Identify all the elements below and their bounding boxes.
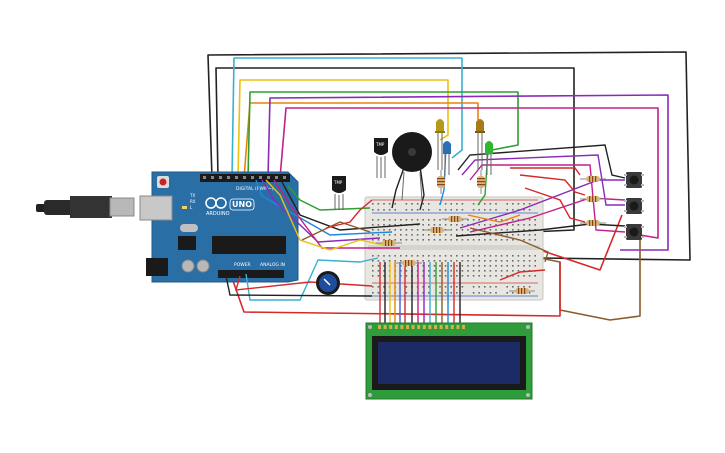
wire-red-2 — [325, 199, 373, 229]
arduino-pcb — [151, 171, 299, 283]
wire-black-inner — [215, 67, 575, 233]
wire-yellow-1 — [265, 179, 389, 251]
capacitor-2 — [196, 259, 210, 273]
wire-brown-right — [539, 238, 641, 321]
lcd-screen — [378, 342, 520, 384]
lcd-16x2[interactable] — [365, 322, 533, 400]
power-label: POWER — [234, 262, 251, 268]
yellow-led[interactable] — [435, 119, 445, 170]
arduino-uno-board[interactable]: DIGITAL (PWM~) ARDUINO UNO TX RX L POWER… — [139, 171, 299, 283]
wire-purple-2 — [459, 179, 625, 229]
tx-label: TX — [189, 193, 195, 198]
tmp-label-2: TMP — [375, 142, 385, 147]
leds — [435, 119, 493, 175]
arduino-model: UNO — [232, 200, 252, 209]
resistor[interactable] — [376, 240, 402, 246]
digital-label: DIGITAL (PWM~) — [236, 186, 274, 192]
wire-black-2 — [225, 275, 373, 297]
center-gap — [368, 245, 540, 250]
capacitor-1 — [181, 259, 195, 273]
resistor[interactable] — [437, 170, 445, 194]
usb-b-port — [139, 195, 173, 221]
arduino-brand: ARDUINO — [206, 211, 230, 217]
status-led-l — [182, 206, 187, 209]
wire-black-6 — [419, 165, 425, 211]
usb-cable-body — [44, 200, 74, 215]
wire-green-top — [247, 91, 519, 179]
wire-black-5 — [391, 161, 407, 209]
wire-green-1 — [287, 185, 371, 211]
resistor[interactable] — [477, 170, 485, 194]
usb-plug-icon — [70, 196, 112, 218]
temperature-sensor[interactable]: TMP — [332, 176, 346, 210]
small-chip — [178, 236, 196, 250]
wire-yellow-top — [237, 79, 449, 179]
usb-cable[interactable] — [36, 196, 135, 218]
analog-label: ANALOG IN — [260, 262, 285, 268]
wire-red-6 — [499, 269, 546, 281]
resistors — [376, 170, 606, 294]
blue-led[interactable] — [443, 141, 451, 175]
wire-red-right — [539, 214, 623, 271]
wire-magenta-outer — [279, 107, 659, 239]
l-label: L — [190, 205, 193, 210]
wire-black-3 — [455, 223, 626, 237]
wire-black-4 — [457, 144, 626, 179]
atmega-chip — [212, 236, 286, 254]
wire-brown-1 — [301, 221, 371, 241]
resistor[interactable] — [580, 176, 606, 182]
resistor[interactable] — [509, 288, 535, 294]
uno-badge — [229, 198, 255, 211]
push-button[interactable] — [624, 198, 644, 214]
crystal — [180, 224, 198, 232]
wire-cyan-top — [231, 57, 463, 179]
wire-red-5 — [524, 187, 586, 223]
wire-red-1 — [235, 275, 373, 291]
wire-orange-2 — [467, 214, 521, 223]
piezo-buzzer-icon[interactable] — [392, 132, 432, 201]
wire-black-1 — [281, 181, 421, 231]
rx-label: RX — [190, 199, 196, 204]
arduino-logo-icon — [205, 197, 227, 209]
resistor[interactable] — [396, 260, 422, 266]
resistor[interactable] — [580, 220, 606, 226]
wire-red-3 — [510, 167, 581, 176]
usb-plug-metal — [109, 197, 135, 217]
wire-magenta-2 — [469, 197, 626, 233]
wire-red-4 — [519, 174, 586, 196]
push-button[interactable] — [624, 172, 644, 188]
resistor[interactable] — [424, 227, 450, 233]
temperature-sensor-2[interactable]: TMP — [374, 138, 388, 178]
reset-button-cap — [159, 178, 167, 186]
pot-indicator — [323, 278, 331, 286]
orange-led[interactable] — [475, 119, 485, 170]
resistor[interactable] — [580, 196, 606, 202]
wire-magenta-1 — [273, 179, 400, 249]
wire-purple-outer — [267, 94, 669, 251]
breadboard[interactable] — [364, 196, 544, 301]
push-buttons — [624, 172, 644, 240]
lcd-pins — [378, 325, 465, 329]
lcd-wires — [379, 262, 461, 326]
wire-orange-top — [243, 102, 479, 179]
power-jack — [146, 258, 168, 276]
wire-brown-2 — [469, 227, 549, 263]
wires-mid — [225, 144, 626, 301]
resistor[interactable] — [442, 216, 468, 222]
push-button[interactable] — [624, 224, 644, 240]
green-led[interactable] — [485, 141, 493, 175]
wire-blue-1 — [255, 179, 393, 236]
potentiometer[interactable] — [316, 271, 340, 295]
power-header — [218, 270, 284, 278]
wire-purple-1 — [261, 179, 381, 243]
tmp-label-1: TMP — [333, 180, 343, 185]
wire-purple-3 — [461, 154, 625, 206]
long-wires — [207, 51, 691, 321]
